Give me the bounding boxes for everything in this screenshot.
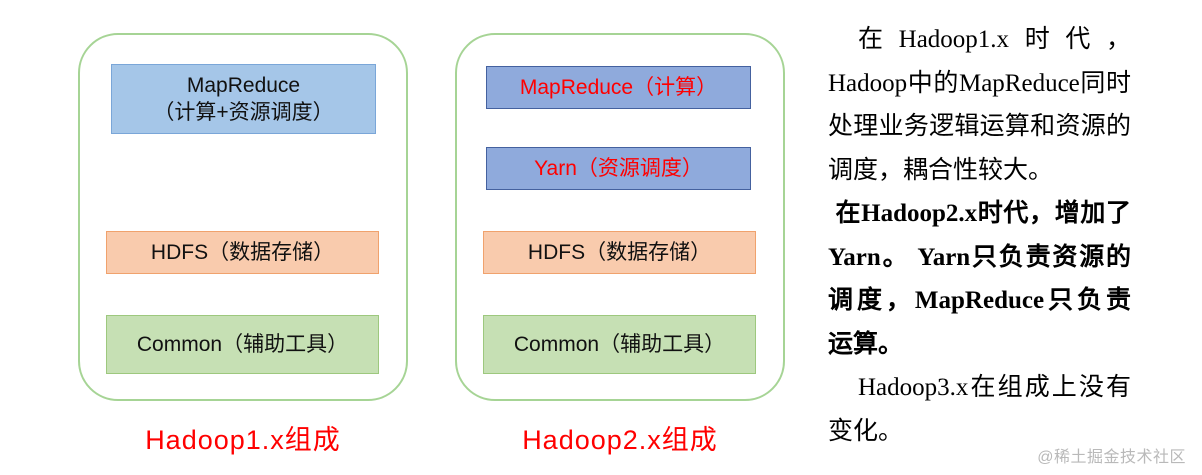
hadoop2x-common-box: Common（辅助工具） [483,315,756,374]
description-text: 在Hadoop1.x时代，Hadoop中的MapReduce同时处理业务逻辑运算… [828,18,1131,453]
paragraph-hadoop1x: 在Hadoop1.x时代，Hadoop中的MapReduce同时处理业务逻辑运算… [828,26,1131,184]
paragraph-hadoop2x: 在Hadoop2.x时代，增加了Yarn。 Yarn只负责资源的调度，MapRe… [828,200,1131,358]
hadoop2x-yarn-box: Yarn（资源调度） [486,147,751,190]
hadoop1x-mapreduce-box: MapReduce （计算+资源调度） [111,64,376,134]
hadoop1x-common-box: Common（辅助工具） [106,315,379,374]
hadoop2x-hdfs-box: HDFS（数据存储） [483,231,756,274]
mapreduce-box-subtitle: （计算+资源调度） [153,101,334,124]
watermark: @稀土掘金技术社区 [1037,449,1186,466]
hadoop1x-caption: Hadoop1.x组成 [145,425,341,455]
hadoop2x-caption: Hadoop2.x组成 [522,425,718,455]
mapreduce-box-title: MapReduce [186,73,301,97]
paragraph-hadoop3x: Hadoop3.x在组成上没有变化。 [828,374,1131,445]
hadoop2x-panel: MapReduce（计算） Yarn（资源调度） HDFS（数据存储） Comm… [455,33,785,401]
hadoop1x-panel: MapReduce （计算+资源调度） HDFS（数据存储） Common（辅助… [78,33,408,401]
hadoop2x-mapreduce-box: MapReduce（计算） [486,66,751,109]
hadoop1x-hdfs-box: HDFS（数据存储） [106,231,379,274]
